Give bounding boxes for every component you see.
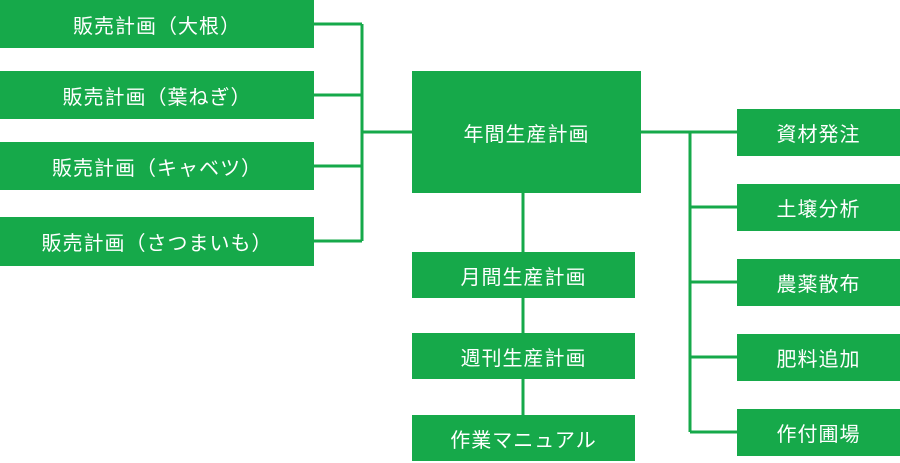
node-sales-plan-daikon: 販売計画（大根） bbox=[0, 0, 314, 48]
node-pesticide-spraying: 農薬散布 bbox=[737, 259, 900, 306]
node-sales-plan-sweet-potato: 販売計画（さつまいも） bbox=[0, 217, 314, 266]
node-label: 販売計画（大根） bbox=[73, 13, 241, 38]
node-label: 作業マニュアル bbox=[450, 427, 597, 452]
node-label: 年間生産計画 bbox=[463, 121, 590, 146]
node-monthly-production-plan: 月間生産計画 bbox=[412, 252, 635, 298]
node-label: 月間生産計画 bbox=[460, 264, 587, 289]
node-label: 販売計画（葉ねぎ） bbox=[62, 84, 252, 109]
node-label: 販売計画（キャベツ） bbox=[52, 155, 262, 180]
node-label: 肥料追加 bbox=[776, 347, 861, 371]
node-label: 作付圃場 bbox=[776, 422, 861, 446]
node-weekly-production-plan: 週刊生産計画 bbox=[412, 333, 635, 379]
node-planting-field: 作付圃場 bbox=[737, 409, 900, 456]
node-work-manual: 作業マニュアル bbox=[412, 415, 635, 461]
node-label: 土壌分析 bbox=[776, 197, 861, 221]
node-soil-analysis: 土壌分析 bbox=[737, 184, 900, 231]
node-fertilizer-addition: 肥料追加 bbox=[737, 334, 900, 381]
node-label: 週刊生産計画 bbox=[460, 345, 587, 370]
node-label: 農薬散布 bbox=[776, 272, 861, 296]
node-label: 販売計画（さつまいも） bbox=[41, 231, 273, 255]
node-label: 資材発注 bbox=[776, 122, 861, 146]
node-sales-plan-negi: 販売計画（葉ねぎ） bbox=[0, 71, 314, 119]
node-material-order: 資材発注 bbox=[737, 109, 900, 156]
node-sales-plan-cabbage: 販売計画（キャベツ） bbox=[0, 142, 314, 190]
node-annual-production-plan: 年間生産計画 bbox=[412, 71, 641, 193]
